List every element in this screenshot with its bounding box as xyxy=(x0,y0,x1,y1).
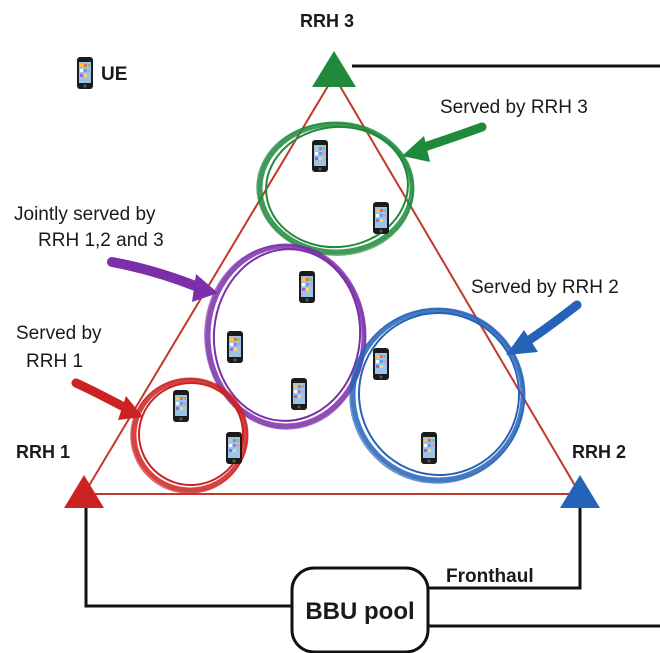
legend-ue-label: UE xyxy=(101,64,127,85)
phone-icon xyxy=(173,390,189,422)
annotation-served-rrh3: Served by RRH 3 xyxy=(440,97,588,118)
rrh2-antenna xyxy=(560,475,600,508)
phone-icon xyxy=(291,378,307,410)
bbu-pool-box xyxy=(290,566,430,653)
annotation-served-rrh1-line1: Served by xyxy=(16,323,102,344)
legend-phone-icon xyxy=(77,57,93,89)
cluster-joint xyxy=(204,243,367,430)
rrh1-antenna xyxy=(64,475,104,508)
phone-icon xyxy=(373,348,389,380)
annotation-served-rrh1-line2: RRH 1 xyxy=(26,351,83,372)
fronthaul-links xyxy=(84,64,660,628)
annotation-joint-line2: RRH 1,2 and 3 xyxy=(38,230,164,251)
phone-icon xyxy=(421,432,437,464)
cluster-rrh2 xyxy=(349,307,526,484)
rrh2-label: RRH 2 xyxy=(572,442,626,462)
annotation-joint-line1: Jointly served by xyxy=(14,204,156,225)
phone-icon xyxy=(373,202,389,234)
rrh3-antenna xyxy=(312,51,356,87)
phone-icon xyxy=(299,271,315,303)
bbu-pool-label: BBU pool xyxy=(305,598,414,625)
arrow-joint xyxy=(107,257,218,302)
rrh1-label: RRH 1 xyxy=(16,442,70,462)
arrow-rrh3 xyxy=(402,122,487,162)
link-rrh2-bbu xyxy=(428,508,582,590)
phone-icon xyxy=(226,432,242,464)
phone-icon xyxy=(312,140,328,172)
rrh-triangle xyxy=(82,74,582,495)
phone-icon xyxy=(227,331,243,363)
cluster-rrh3 xyxy=(256,121,415,256)
link-rrh1-bbu xyxy=(84,508,292,608)
arrow-rrh2 xyxy=(506,300,582,355)
rrh3-label: RRH 3 xyxy=(300,11,354,31)
fronthaul-label: Fronthaul xyxy=(446,566,534,587)
annotation-served-rrh2: Served by RRH 2 xyxy=(471,277,619,298)
arrow-rrh1 xyxy=(71,378,143,420)
cluster-rrh1 xyxy=(130,377,249,494)
